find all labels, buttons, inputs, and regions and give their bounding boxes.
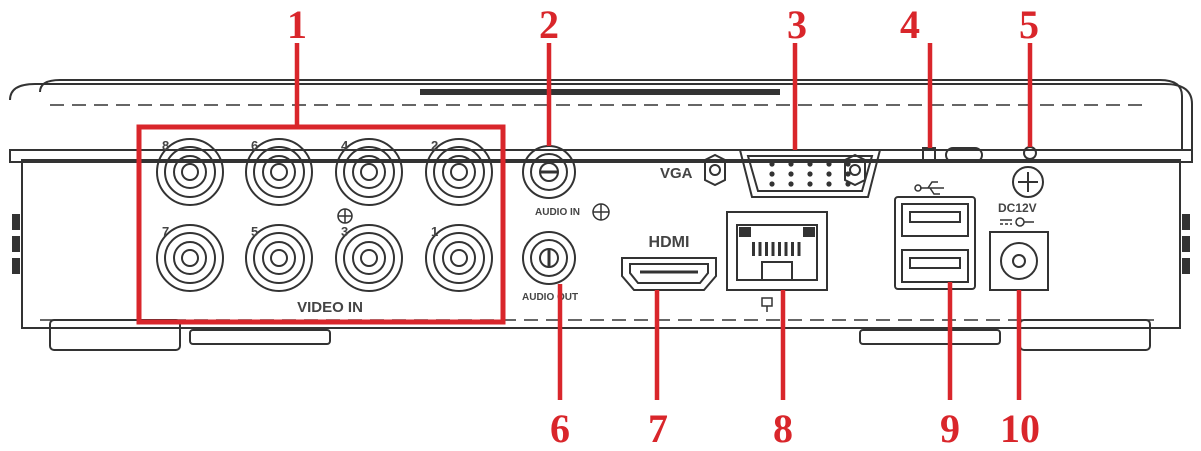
rj45-contact — [797, 242, 801, 256]
vga-pin — [807, 181, 813, 187]
rj45-contact — [771, 242, 775, 256]
left-vent — [12, 214, 20, 274]
bnc-connector — [156, 224, 224, 292]
bnc-connector — [156, 138, 224, 206]
rj45-contact — [765, 242, 768, 256]
vga-pin — [769, 181, 775, 187]
callout-1: 1 — [287, 2, 307, 47]
bnc-channel-number: 4 — [341, 138, 349, 153]
hdmi-label: HDMI — [649, 234, 690, 251]
bnc-channel-number: 1 — [431, 224, 438, 239]
callout-6: 6 — [550, 406, 570, 451]
polarity-icon — [1000, 217, 1034, 227]
vga-pin — [788, 181, 794, 187]
service-slot — [945, 147, 983, 163]
audio-in-icon — [592, 203, 610, 221]
video-in-highlight-box — [136, 124, 506, 325]
vga-pin — [788, 171, 794, 177]
callout-leaders — [294, 43, 1033, 400]
vga-pin — [769, 161, 775, 167]
bnc-channel-number: 3 — [341, 224, 348, 239]
audio-out-label: AUDIO OUT — [522, 292, 578, 303]
vga-pin — [788, 161, 794, 167]
callout-7: 7 — [648, 406, 668, 451]
video-in-bnc-group: 8 6 4 2 7 5 3 1 — [156, 138, 493, 292]
rj45-contact — [778, 242, 781, 256]
vga-pin — [769, 171, 775, 177]
vga-pin — [807, 161, 813, 167]
dc-power-jack — [989, 231, 1049, 291]
ground-terminal-icon — [1012, 146, 1044, 198]
bnc-channel-number: 8 — [162, 138, 169, 153]
bnc-connector — [245, 224, 313, 292]
callout-numbers: 1 2 3 4 5 6 7 8 9 10 — [287, 2, 1040, 451]
usb-icon — [914, 181, 944, 195]
hdmi-port — [621, 257, 717, 291]
callout-3: 3 — [787, 2, 807, 47]
vga-pin — [826, 181, 832, 187]
bnc-connector — [245, 138, 313, 206]
ethernet-port — [726, 211, 828, 291]
callout-2: 2 — [539, 2, 559, 47]
vga-pin — [845, 181, 851, 187]
rj45-contact — [752, 242, 755, 256]
callout-4: 4 — [900, 2, 920, 47]
vga-label: VGA — [660, 165, 693, 182]
vga-pin — [826, 171, 832, 177]
callout-9: 9 — [940, 406, 960, 451]
callout-8: 8 — [773, 406, 793, 451]
dc-label: DC12V — [998, 201, 1037, 215]
audio-in-jack — [522, 145, 576, 199]
audio-out-jack — [522, 231, 576, 285]
bnc-connector — [335, 138, 403, 206]
audio-in-label: AUDIO IN — [535, 207, 580, 218]
bnc-channel-number: 2 — [431, 138, 438, 153]
bnc-channel-number: 7 — [162, 224, 169, 239]
vga-pin — [845, 161, 851, 167]
bnc-connector — [425, 138, 493, 206]
vga-pin — [845, 171, 851, 177]
right-vent — [1182, 214, 1190, 274]
usb-ports — [894, 196, 976, 290]
vga-pin — [807, 171, 813, 177]
bnc-connector — [425, 224, 493, 292]
callout-10: 10 — [1000, 406, 1040, 451]
bnc-connector — [335, 224, 403, 292]
vga-port — [704, 149, 882, 198]
rj45-pins — [752, 242, 801, 256]
bnc-channel-number: 5 — [251, 224, 258, 239]
network-icon — [761, 297, 773, 312]
rj45-contact — [758, 242, 762, 256]
bnc-channel-number: 6 — [251, 138, 258, 153]
rj45-contact — [784, 242, 788, 256]
rj45-contact — [791, 242, 794, 256]
ground-screw-icon — [337, 208, 353, 224]
vga-pins — [769, 161, 851, 187]
callout-5: 5 — [1019, 2, 1039, 47]
video-in-label: VIDEO IN — [297, 299, 363, 316]
vga-pin — [826, 161, 832, 167]
